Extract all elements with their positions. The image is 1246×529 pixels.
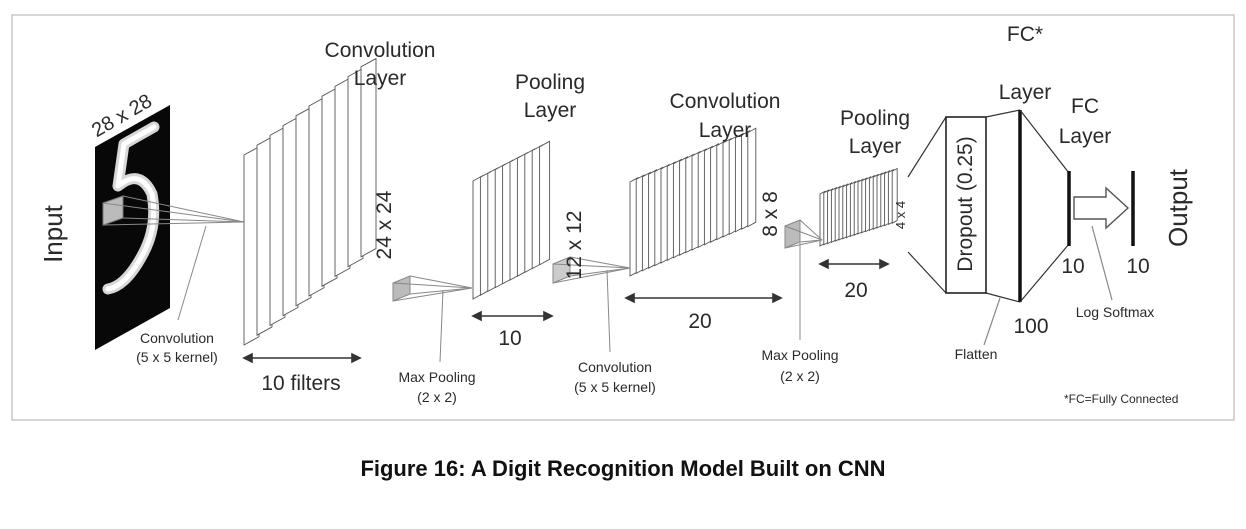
fc1-title-1: FC* <box>1006 23 1044 46</box>
flatten-label: Flatten <box>954 346 998 362</box>
conv1-projection <box>102 195 245 321</box>
output-label: Output <box>1163 168 1193 248</box>
feature-map-layer <box>308 96 325 297</box>
dropout-box <box>945 116 987 294</box>
dimension-arrows <box>242 258 890 364</box>
conv1-count-label: 10 filters <box>261 372 341 395</box>
conv2-projection <box>552 256 631 353</box>
log-softmax-label: Log Softmax <box>1075 304 1155 320</box>
feature-map-layer <box>321 87 338 287</box>
pool1-op-1: Max Pooling <box>398 369 476 385</box>
dropout-label: Dropout (0.25) <box>954 136 977 272</box>
pool2-op-1: Max Pooling <box>761 347 839 363</box>
pool1-title-2: Layer <box>523 99 577 122</box>
fc-section <box>907 109 1135 346</box>
feature-map-layer <box>891 167 898 224</box>
feature-map-layer <box>243 145 260 346</box>
conv1-size-label: 24 x 24 <box>373 190 396 260</box>
feature-map-layer <box>347 67 364 268</box>
conv2-size-label: 8 x 8 <box>759 191 782 237</box>
output-size-label: 10 <box>1126 255 1150 278</box>
pool1-feature-maps <box>472 140 551 300</box>
fc1-size-label: 100 <box>1013 315 1049 338</box>
conv2-title-1: Convolution <box>669 90 781 113</box>
pool2-title-2: Layer <box>848 135 902 158</box>
conv1-title-2: Layer <box>353 67 407 90</box>
feature-map-layer <box>539 140 551 266</box>
conv2-count-label: 20 <box>688 310 712 333</box>
conv2-title-2: Layer <box>698 119 752 142</box>
diagram-frame <box>11 14 1235 421</box>
output-arrow <box>1073 186 1130 230</box>
fc1-title-2: Layer <box>998 81 1052 104</box>
conv2-feature-maps <box>629 127 757 277</box>
pool1-op-2: (2 x 2) <box>417 389 457 405</box>
pool2-count-label: 20 <box>844 279 868 302</box>
footnote: *FC=Fully Connected <box>1064 392 1179 406</box>
fc2-title-1: FC <box>1071 95 1099 118</box>
pool1-projection <box>392 275 473 363</box>
pool1-title-1: Pooling <box>514 71 586 94</box>
pool2-title-1: Pooling <box>839 107 911 130</box>
feature-map-layer <box>256 136 273 336</box>
feature-map-layer <box>360 57 377 258</box>
fc2-size-label: 10 <box>1061 255 1085 278</box>
fc2-title-2: Layer <box>1058 125 1112 148</box>
pool1-count-label: 10 <box>498 327 522 350</box>
feature-map-layer <box>334 77 351 278</box>
feature-map-layer <box>747 127 757 228</box>
conv1-op-1: Convolution <box>140 330 214 346</box>
feature-map-layer <box>269 126 286 327</box>
pool2-feature-maps <box>819 167 898 247</box>
conv2-op-1: Convolution <box>578 359 652 375</box>
pool2-size-label: 4 x 4 <box>893 200 908 230</box>
input-image <box>95 105 170 350</box>
pool1-size-label: 12 x 12 <box>563 210 586 280</box>
feature-map-layer <box>282 116 299 317</box>
conv2-op-2: (5 x 5 kernel) <box>574 379 656 395</box>
conv1-title-1: Convolution <box>324 39 436 62</box>
figure-caption: Figure 16: A Digit Recognition Model Bui… <box>360 456 886 481</box>
feature-map-layer <box>295 106 312 307</box>
pool2-projection <box>784 219 823 340</box>
conv1-op-2: (5 x 5 kernel) <box>136 349 218 365</box>
input-label: Input <box>38 205 68 263</box>
pool2-op-2: (2 x 2) <box>780 368 820 384</box>
conv1-feature-maps <box>243 57 377 346</box>
